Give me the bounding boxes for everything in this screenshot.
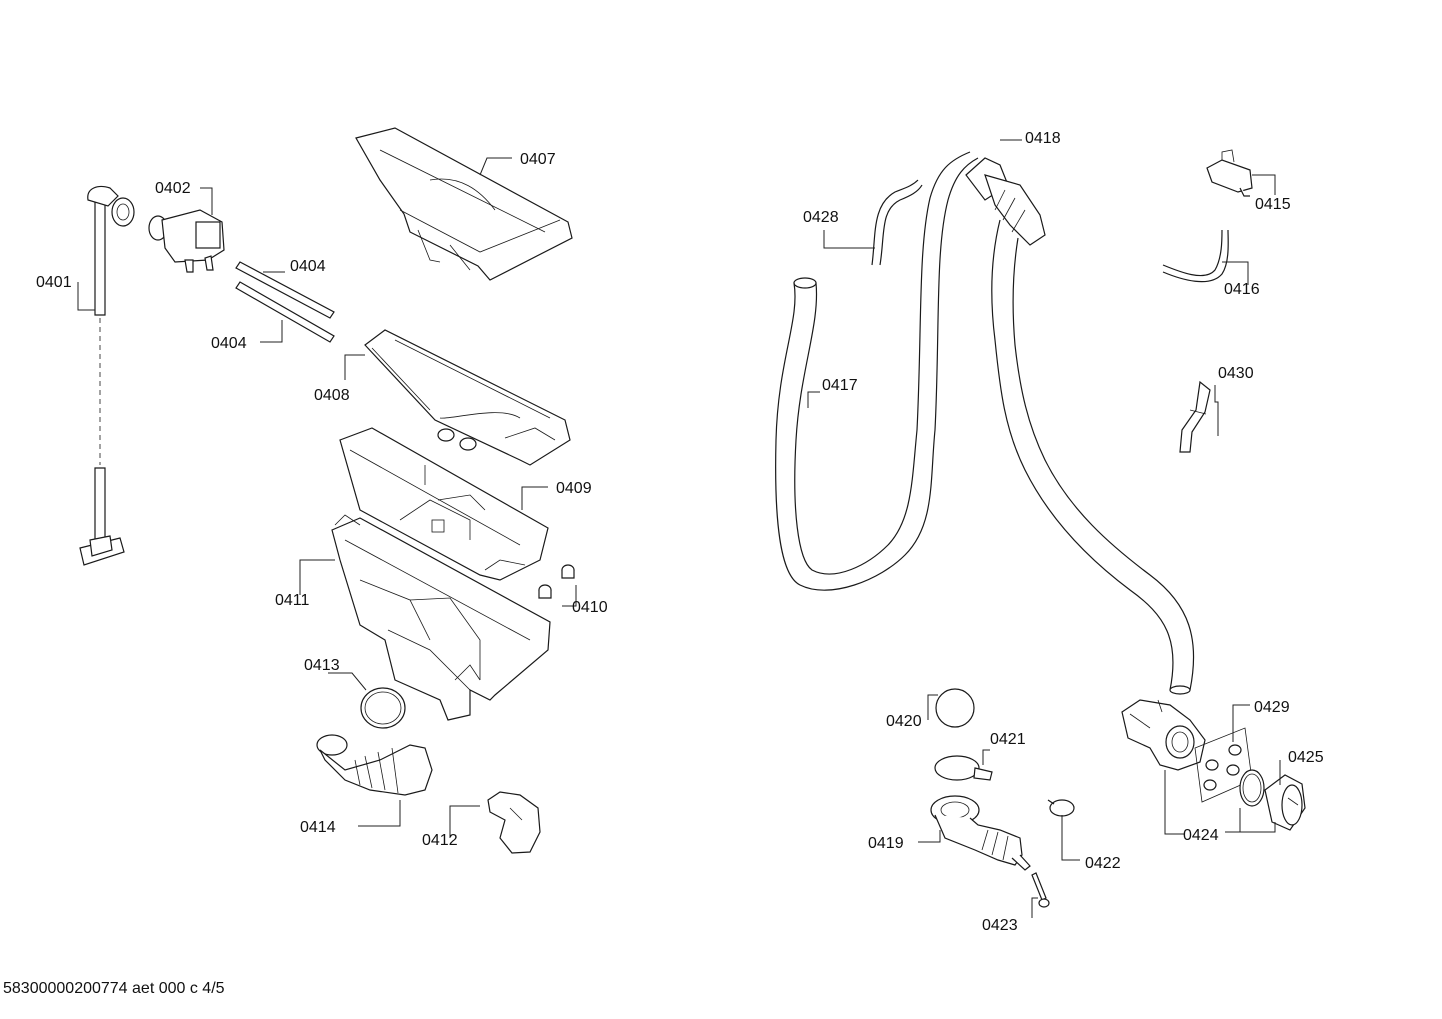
part-0401-inlet-pipe [79, 185, 135, 566]
part-0410-fittings [538, 564, 575, 599]
label-0414: 0414 [300, 819, 336, 836]
label-0423: 0423 [982, 917, 1018, 934]
label-0404-top: 0404 [290, 258, 326, 275]
part-0420-disc [935, 688, 975, 728]
label-0415: 0415 [1255, 196, 1291, 213]
label-0407: 0407 [520, 151, 556, 168]
label-0425: 0425 [1288, 749, 1324, 766]
part-0402-valve [148, 209, 225, 273]
part-0407-top-cover [355, 127, 573, 281]
label-0408: 0408 [314, 387, 350, 404]
label-0409: 0409 [556, 480, 592, 497]
label-0413: 0413 [304, 657, 340, 674]
label-0411: 0411 [275, 592, 310, 609]
part-0414-bellows-hose [316, 734, 433, 796]
part-0408-drawer [364, 329, 571, 466]
drawing-reference-code: 58300000200774 aet 000 c 4/5 [3, 980, 225, 997]
label-0416: 0416 [1224, 281, 1260, 298]
part-0417-drain-hose [775, 151, 979, 591]
label-0419: 0419 [868, 835, 904, 852]
label-0410: 0410 [572, 599, 608, 616]
part-0421-clamp [934, 755, 993, 781]
part-0422-clip [1047, 799, 1075, 817]
part-0416-tube [1162, 229, 1229, 283]
part-0418-drain-hose-assembly [965, 157, 1195, 695]
label-0412: 0412 [422, 832, 458, 849]
label-0424: 0424 [1183, 827, 1219, 844]
part-0419-sump [930, 795, 1031, 871]
label-0402: 0402 [155, 180, 191, 197]
part-0430-clip [1179, 380, 1211, 453]
part-0423-bolt [1031, 872, 1050, 908]
part-0425-filter [1239, 769, 1306, 831]
part-0404-tubes [235, 261, 335, 343]
label-0418: 0418 [1025, 130, 1061, 147]
part-0412-elbow-hose [487, 791, 541, 854]
part-0415-pressure-switch [1206, 149, 1253, 197]
label-0404-bottom: 0404 [211, 335, 247, 352]
label-0422: 0422 [1085, 855, 1121, 872]
label-0421: 0421 [990, 731, 1026, 748]
label-0417: 0417 [822, 377, 858, 394]
part-0424-pump [1121, 699, 1206, 771]
label-0401: 0401 [36, 274, 72, 291]
part-0409-drawer-housing [339, 427, 549, 581]
label-0429: 0429 [1254, 699, 1290, 716]
part-0428-small-hose [871, 179, 923, 266]
label-0420: 0420 [886, 713, 922, 730]
part-0411-dispenser-tray [331, 514, 551, 721]
label-0430: 0430 [1218, 365, 1254, 382]
label-0428: 0428 [803, 209, 839, 226]
part-0413-seal-ring [360, 687, 406, 729]
